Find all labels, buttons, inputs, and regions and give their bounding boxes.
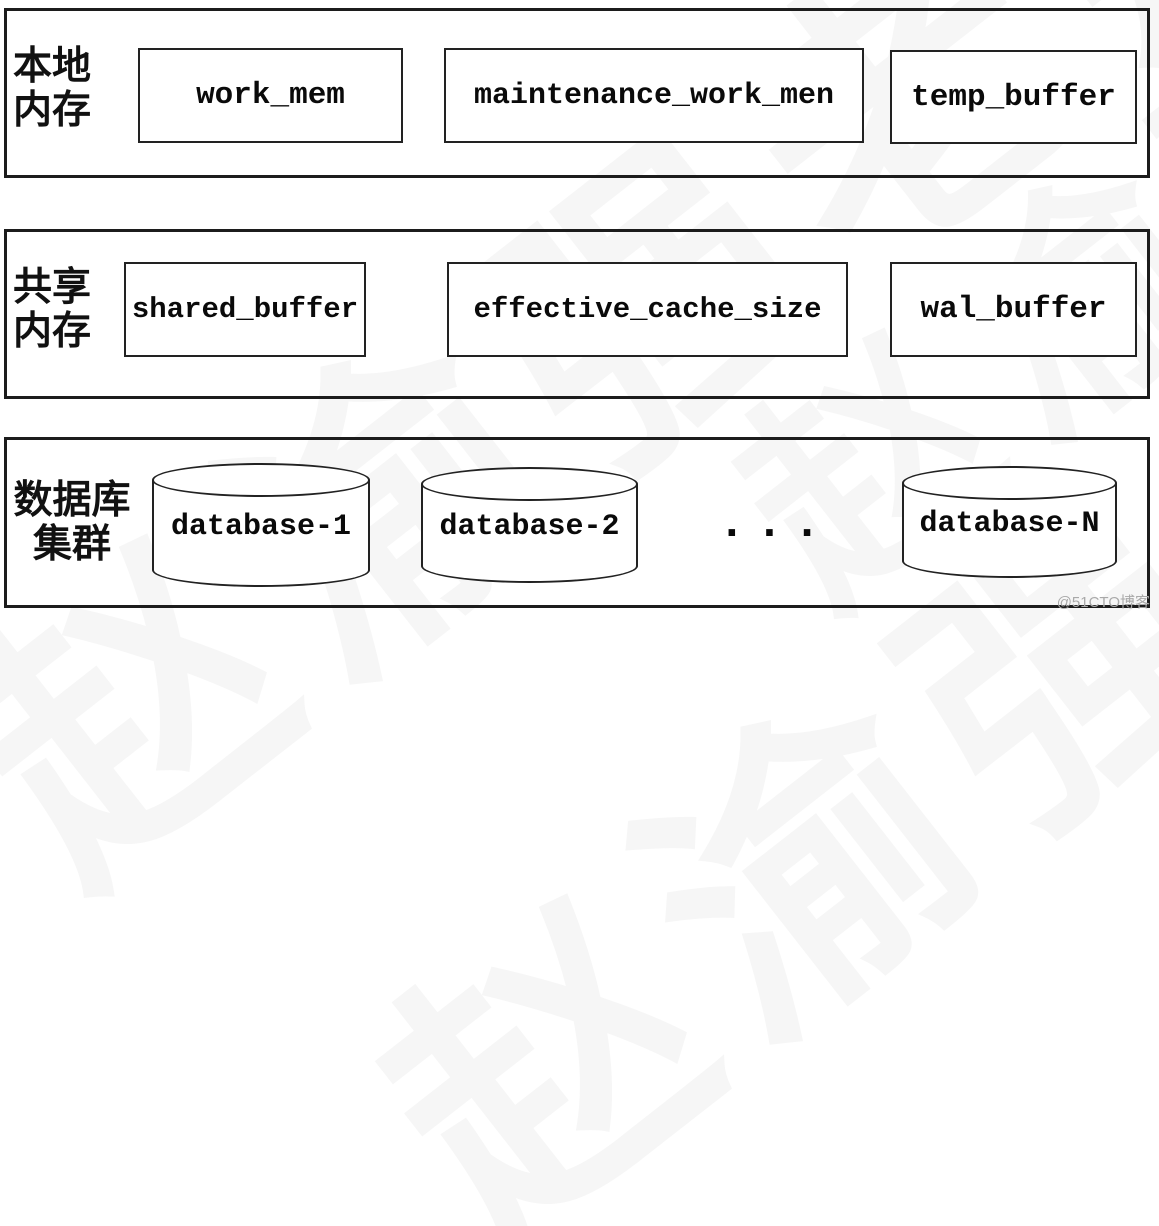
database-n-cylinder-icon: database-N [902,466,1117,578]
effective-cache-size-box: effective_cache_size [447,262,848,357]
database-cluster-section [4,437,1150,608]
maintenance-work-mem-box: maintenance_work_men [444,48,864,143]
shared-buffer-box: shared_buffer [124,262,366,357]
diagram-canvas: { "diagram": { "title_hint": "PostgreSQL… [4,8,1150,611]
cylinder-top-ellipse [421,467,638,501]
background-watermark-text: 赵渝强老师 [281,0,1159,1226]
work-mem-box: work_mem [138,48,403,143]
database-n-label: database-N [919,507,1100,542]
database-1-label: database-1 [170,510,352,545]
cylinder-body [152,480,370,587]
database-2-label: database-2 [439,510,620,545]
database-cluster-label: 数据库 集群 [13,479,131,566]
local-memory-label: 本地 内存 [13,45,92,132]
cylinder-top-ellipse [152,463,370,497]
local-memory-section [4,8,1150,178]
blog-credit-watermark: @51CTO博客 [1056,594,1150,611]
shared-memory-label: 共享 内存 [13,266,92,353]
temp-buffer-box: temp_buffer [890,50,1137,144]
database-1-cylinder-icon: database-1 [152,463,370,587]
database-2-cylinder-icon: database-2 [421,467,638,583]
ellipsis-more-databases: ... [718,498,831,550]
shared-memory-section [4,229,1150,399]
wal-buffer-box: wal_buffer [890,262,1137,357]
cylinder-top-ellipse [902,466,1117,500]
